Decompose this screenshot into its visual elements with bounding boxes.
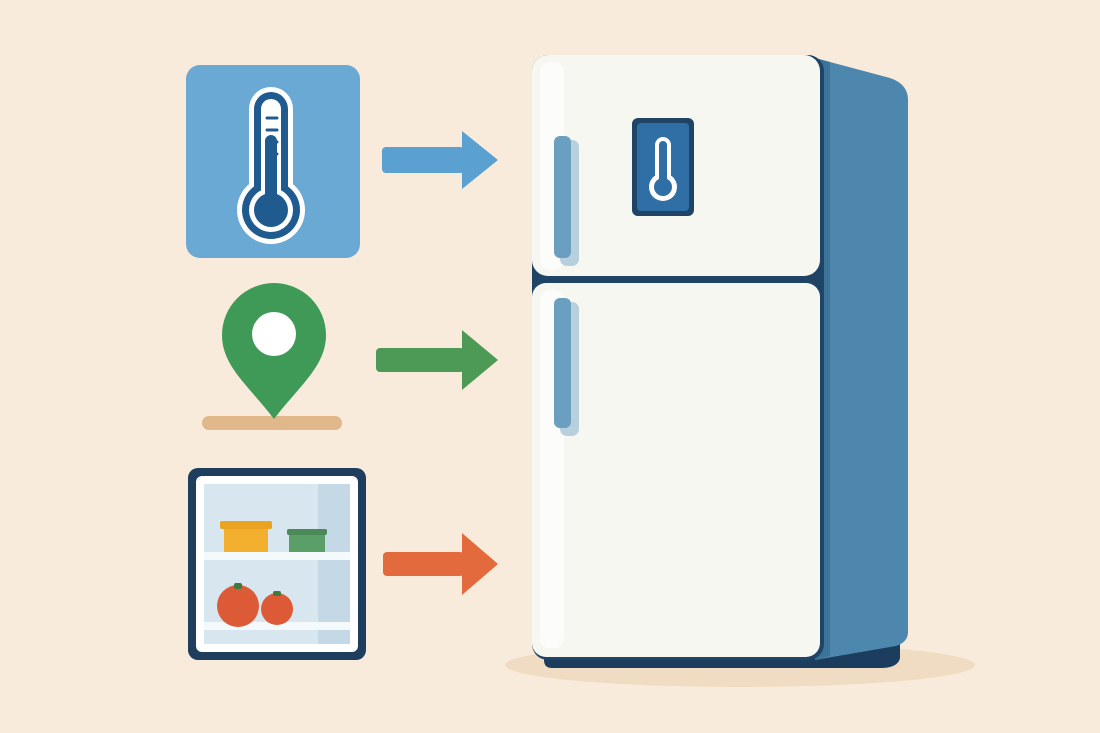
refrigerator [505, 55, 975, 687]
freezer-handle [554, 136, 579, 266]
shelf-top [204, 552, 350, 560]
fridge-handle [554, 298, 579, 436]
display-thermometer-icon [632, 118, 694, 216]
arrow-green [376, 330, 498, 390]
orange-box [220, 521, 272, 552]
location-pin-icon [202, 283, 342, 430]
arrow-orange [383, 533, 498, 595]
arrow-blue [382, 131, 498, 189]
thermometer-icon [186, 65, 360, 258]
ground-line [202, 416, 342, 430]
tomato-small [261, 591, 293, 625]
tomato-large [217, 583, 259, 627]
fridge-side [815, 58, 908, 660]
fridge-door [532, 283, 820, 657]
open-fridge-icon [188, 468, 366, 660]
shelf-bottom [204, 622, 350, 630]
green-box [287, 529, 327, 552]
